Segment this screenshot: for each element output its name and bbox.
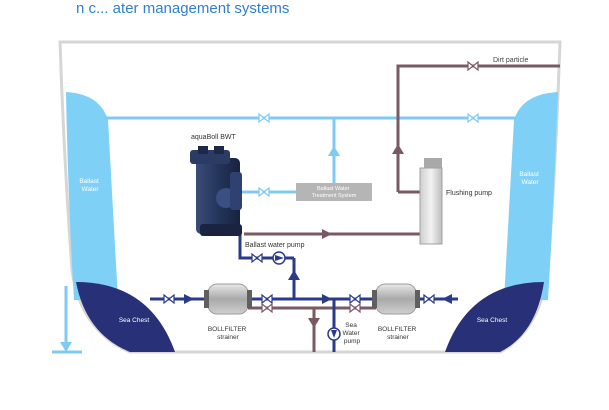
ballast-flow-arrow-down — [60, 342, 72, 352]
sea-water-pump-label: Sea Water pump — [343, 322, 362, 345]
valve-icon — [349, 293, 361, 305]
dirt-flow-arrow-right — [322, 229, 332, 239]
treatment-system-label: Ballast Water Treatment System — [312, 186, 357, 199]
bollfilter-right-label: BOLLFILTER strainer — [378, 326, 418, 341]
flushing-pump — [419, 158, 443, 245]
ballast-water-pump-label: Ballast water pump — [245, 242, 305, 249]
sea-chest-left — [76, 282, 175, 352]
bollfilter-left-label: BOLLFILTER strainer — [208, 326, 248, 341]
ballast-water-pump — [272, 251, 286, 265]
bollfilter-strainer-left — [204, 283, 252, 315]
valve-icon — [423, 293, 435, 305]
dirt-particle-label: Dirt particle — [493, 57, 529, 64]
valve-icon — [251, 252, 263, 264]
dirt-flow-arrow-down — [308, 318, 320, 328]
flushing-pump-label: Flushing pump — [446, 190, 492, 197]
sea-water-pump — [327, 327, 341, 341]
ballast-water-left-label: Ballast Water — [79, 178, 100, 193]
valve-icon — [467, 112, 479, 124]
valves — [163, 60, 479, 314]
valve-icon — [349, 302, 361, 314]
valve-icon — [258, 186, 270, 198]
sea-chest-right — [445, 282, 544, 352]
valve-icon — [261, 293, 273, 305]
sea-arrow-right — [184, 294, 194, 304]
sea-arrow-up — [288, 270, 300, 280]
valve-icon — [163, 293, 175, 305]
treatment-system-box — [296, 183, 372, 201]
valve-icon — [258, 112, 270, 124]
valve-icon — [467, 60, 479, 72]
ballast-flow-arrow-up — [328, 146, 340, 156]
sea-arrow-right-mid — [322, 294, 332, 304]
diagram-title: n c... ater management systems — [76, 0, 290, 17]
dirt-flow-arrow-up — [392, 144, 404, 154]
aquaboll-bwt-label: aquaBoll BWT — [191, 134, 236, 141]
ballast-tank-right — [504, 92, 558, 300]
sea-chest-right-label: Sea Chest — [477, 317, 508, 324]
valve-icon — [261, 302, 273, 314]
ballast-tank-left — [66, 92, 118, 300]
aquaboll-bwt-unit — [190, 146, 242, 236]
sea-chest-left-label: Sea Chest — [119, 317, 150, 324]
ballast-water-right-label: Ballast Water — [519, 171, 540, 186]
sea-arrow-left — [442, 294, 452, 304]
bollfilter-strainer-right — [372, 283, 420, 315]
